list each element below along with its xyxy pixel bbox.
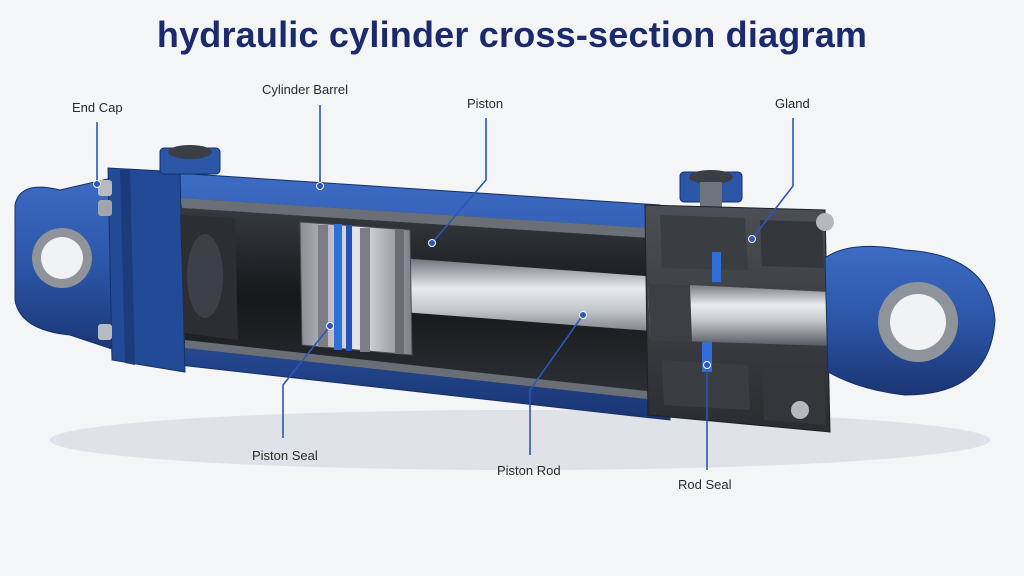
piston <box>300 222 412 355</box>
label-piston: Piston <box>467 96 503 111</box>
label-gland: Gland <box>775 96 810 111</box>
label-cylinder-barrel: Cylinder Barrel <box>262 82 348 97</box>
label-rod-seal: Rod Seal <box>678 477 731 492</box>
gland <box>645 205 834 432</box>
label-end-cap: End Cap <box>72 100 123 115</box>
ground-shadow <box>50 410 990 470</box>
rod-end-mount <box>825 246 995 395</box>
label-piston-seal: Piston Seal <box>252 448 318 463</box>
label-piston-rod: Piston Rod <box>497 463 561 478</box>
